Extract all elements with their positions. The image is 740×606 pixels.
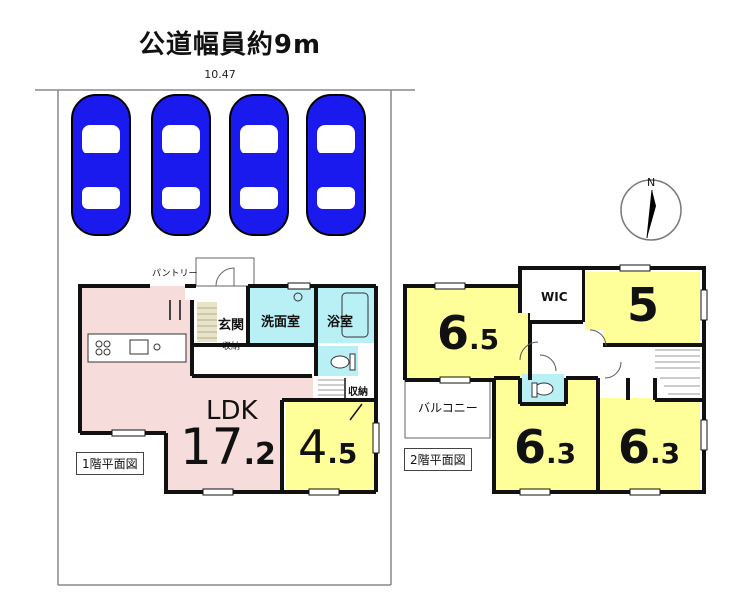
storage-room-label: 収納 [348, 387, 368, 398]
floor1-plan [78, 257, 380, 496]
floor1-label: 1階平面図 [76, 452, 144, 475]
washroom-label: 洗面室 [261, 315, 301, 330]
car-icon [306, 94, 366, 236]
room-6-3-left-decimal: .3 [546, 437, 577, 470]
lot-boundary [35, 89, 415, 586]
room-6-5 [405, 286, 528, 380]
room-6-3-right-integer: 6 [618, 420, 651, 474]
washroom [250, 285, 316, 343]
room-6-3-right-decimal: .3 [650, 437, 681, 470]
car-icon [151, 94, 211, 236]
room-4-5-integer: 4 [298, 420, 328, 474]
porch [195, 257, 255, 287]
car-icon [229, 94, 289, 236]
bathroom [318, 287, 374, 343]
road-width-title: 公道幅員約9m [138, 30, 322, 60]
room-5 [585, 272, 700, 345]
ldk-name: LDK [206, 396, 258, 426]
stairs-icon [318, 379, 344, 396]
compass-icon [620, 179, 682, 241]
kitchen-counter [87, 333, 187, 363]
room-5-size: 5 [627, 278, 660, 332]
ldk-size-integer: 17 [180, 418, 244, 476]
storage-entry-label: 収納 [222, 342, 241, 352]
floor2-plan [403, 264, 708, 496]
room-4-5-decimal: .5 [327, 437, 358, 470]
pantry-label: パントリー [152, 269, 198, 279]
room-4-5-size: 4.5 [298, 420, 357, 474]
room-6-3-right-size: 6.3 [618, 420, 680, 474]
ldk-size-decimal: .2 [243, 437, 276, 472]
room-6-3-right [600, 398, 700, 490]
compass-north-label: N [647, 176, 656, 189]
toilet-icon [531, 382, 554, 398]
room-6-3-left-integer: 6 [514, 420, 547, 474]
entrance-label: 玄関 [218, 318, 245, 333]
stove-icon [95, 340, 111, 356]
stairs-icon [655, 349, 700, 395]
room-6-5-integer: 6 [437, 306, 470, 360]
ldk-size: 17.2 [180, 418, 276, 476]
bathroom-label: 浴室 [327, 315, 354, 330]
car-icon [71, 94, 131, 236]
sink-icon [129, 339, 149, 355]
room-6-3-left-size: 6.3 [514, 420, 576, 474]
floor2-label: 2階平面図 [404, 448, 472, 471]
balcony [404, 379, 491, 439]
balcony-label: バルコニー [418, 401, 478, 415]
toilet-icon [330, 353, 356, 371]
room-4-5 [286, 402, 374, 490]
floor1-walls [78, 284, 378, 494]
bathtub-icon [341, 292, 369, 338]
room-6-5-decimal: .5 [469, 323, 500, 356]
parking-cars [71, 94, 366, 236]
room-6-5-size: 6.5 [437, 306, 499, 360]
frontage-dimension: 10.47 [204, 68, 236, 81]
wic-label: WIC [541, 290, 568, 304]
